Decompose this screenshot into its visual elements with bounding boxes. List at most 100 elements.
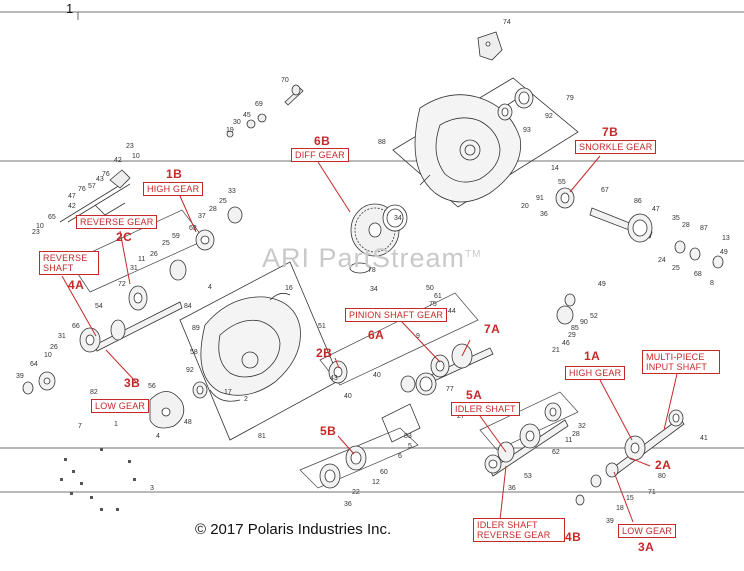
part-number-78: 78 — [368, 267, 376, 274]
part-number-10: 10 — [132, 153, 140, 160]
part-number-7: 7 — [78, 423, 82, 430]
part-number-40: 40 — [373, 372, 381, 379]
part-number-23: 23 — [32, 229, 40, 236]
part-number-21: 21 — [552, 347, 560, 354]
part-number-90: 90 — [580, 319, 588, 326]
part-number-74: 74 — [503, 19, 511, 26]
callout-idler-shaft: IDLER SHAFT — [451, 402, 520, 416]
part-number-37: 37 — [198, 213, 206, 220]
part-number-2: 2 — [244, 396, 248, 403]
part-number-27: 27 — [457, 413, 465, 420]
part-number-51: 51 — [318, 323, 326, 330]
callout-high-gear-1b: HIGH GEAR — [143, 182, 204, 196]
part-number-39: 39 — [606, 518, 614, 525]
part-number-24: 24 — [658, 257, 666, 264]
callout-reverse-gear: REVERSE GEAR — [76, 215, 158, 229]
part-number-60: 60 — [380, 469, 388, 476]
ref-7a: 7A — [484, 322, 501, 336]
part-number-18: 18 — [616, 505, 624, 512]
part-number-15: 15 — [626, 495, 634, 502]
part-number-26: 26 — [150, 251, 158, 258]
part-number-40: 40 — [344, 393, 352, 400]
rear-seals — [497, 87, 534, 121]
part-number-36: 36 — [508, 485, 516, 492]
part-number-49: 49 — [720, 249, 728, 256]
reverse-shaft-assembly — [22, 206, 243, 395]
part-number-20: 20 — [521, 203, 529, 210]
part-number-48: 48 — [184, 419, 192, 426]
part-number-25: 25 — [162, 240, 170, 247]
part-number-labels: 74 70 69 45 30 19 79 92 93 88 23 10 42 7… — [16, 19, 730, 525]
part-number-56: 56 — [148, 383, 156, 390]
part-number-93: 93 — [523, 127, 531, 134]
part-number-47: 47 — [652, 206, 660, 213]
part-number-58: 58 — [190, 349, 198, 356]
ref-6b: 6B — [314, 134, 331, 148]
part-number-72: 72 — [118, 281, 126, 288]
part-number-79: 79 — [566, 95, 574, 102]
watermark-text: ARI PartStream — [262, 243, 466, 273]
part-number-92: 92 — [545, 113, 553, 120]
part-number-36: 36 — [344, 501, 352, 508]
part-number-13: 13 — [722, 235, 730, 242]
callout-diff-gear: DIFF GEAR — [291, 148, 349, 162]
part-number-82: 82 — [90, 389, 98, 396]
part-number-81: 81 — [258, 433, 266, 440]
callout-snorkle-gear: SNORKLE GEAR — [575, 140, 657, 154]
part-number-35: 35 — [672, 215, 680, 222]
part-number-34: 34 — [370, 286, 378, 293]
part-number-31: 31 — [130, 265, 138, 272]
callout-low-gear-3b: LOW GEAR — [91, 399, 150, 413]
ref-2a: 2A — [655, 458, 672, 472]
part-number-49: 49 — [598, 281, 606, 288]
part-number-26: 26 — [50, 344, 58, 351]
part-number-83: 83 — [404, 433, 412, 440]
part-number-17: 17 — [224, 389, 232, 396]
part-number-32: 32 — [578, 423, 586, 430]
callout-reverse-shaft: REVERSE SHAFT — [39, 251, 99, 275]
diff-gear — [349, 203, 408, 274]
frame-lines — [0, 11, 744, 493]
part-number-10: 10 — [36, 223, 44, 230]
part-number-41: 41 — [700, 435, 708, 442]
ref-5b: 5B — [320, 424, 337, 438]
front-case-housing — [179, 261, 341, 441]
part-number-70: 70 — [281, 77, 289, 84]
watermark: ARI PartStreamTM — [262, 243, 482, 274]
ref-4b: 4B — [565, 530, 582, 544]
part-number-47: 47 — [68, 193, 76, 200]
part-number-66: 66 — [72, 323, 80, 330]
part-number-9: 9 — [416, 333, 420, 340]
part-number-10: 10 — [44, 352, 52, 359]
page-number: 1 — [66, 1, 74, 16]
part-number-28: 28 — [572, 431, 580, 438]
part-number-25: 25 — [219, 198, 227, 205]
ref-5a: 5A — [466, 388, 483, 402]
part-number-36: 36 — [540, 211, 548, 218]
part-number-39: 39 — [16, 373, 24, 380]
bracket-and-shift-rod — [226, 31, 503, 138]
part-number-87: 87 — [700, 225, 708, 232]
part-number-68: 68 — [694, 271, 702, 278]
rear-case-housing — [392, 77, 579, 208]
callout-pinion-shaft-gear: PINION SHAFT GEAR — [345, 308, 448, 322]
part-number-46: 46 — [562, 340, 570, 347]
part-number-43: 43 — [330, 375, 338, 382]
part-number-5: 5 — [408, 443, 412, 450]
part-number-45: 45 — [243, 112, 251, 119]
ref-3a: 3A — [638, 540, 655, 554]
part-number-91: 91 — [536, 195, 544, 202]
low-gear-bell — [149, 391, 185, 429]
part-number-64: 64 — [30, 361, 38, 368]
pinion-shaft — [400, 343, 494, 396]
part-number-6: 6 — [398, 453, 402, 460]
ref-2b: 2B — [316, 346, 333, 360]
part-number-50: 50 — [426, 285, 434, 292]
misc-gears — [192, 293, 576, 489]
part-number-92: 92 — [186, 367, 194, 374]
part-number-22: 22 — [352, 489, 360, 496]
ref-1b: 1B — [166, 167, 183, 181]
ref-3b: 3B — [124, 376, 141, 390]
part-number-75: 75 — [429, 301, 437, 308]
